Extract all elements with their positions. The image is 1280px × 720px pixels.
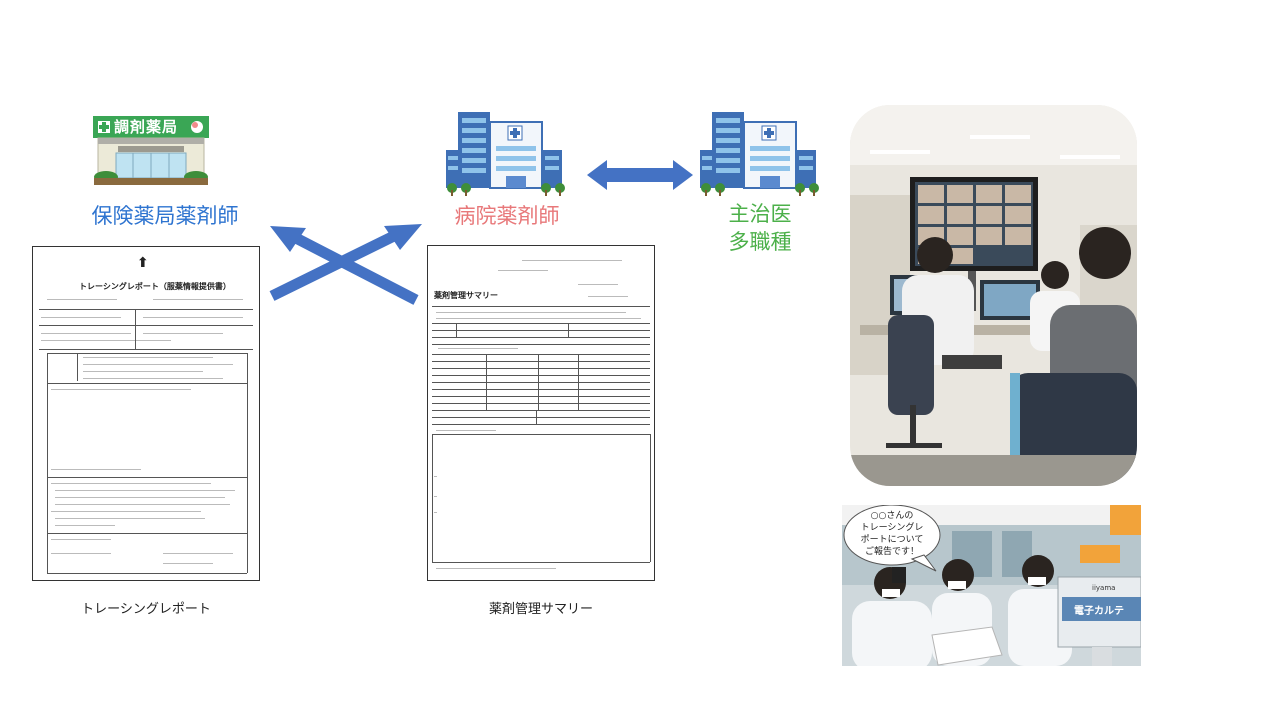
doctor-label-line2: 多職種: [728, 230, 792, 254]
hospital-pharmacist-label: 病院薬剤師: [454, 204, 560, 228]
tracing-report-document: ⬆ トレーシングレポート（服薬情報提供書）: [32, 246, 260, 581]
speech-bubble-line: トレーシングレ: [860, 523, 924, 533]
medication-summary-document: 薬剤管理サマリー: [427, 245, 655, 581]
hospital-building-icon: [446, 112, 565, 196]
doctor-label-line1: 主治医: [728, 202, 792, 226]
speech-bubble-line: ご報告です！: [864, 547, 919, 557]
ehr-monitor-label: 電子カルテ: [1074, 606, 1124, 617]
double-arrow-icon: [587, 160, 693, 190]
medication-summary-title: 薬剤管理サマリー: [434, 291, 498, 300]
video-conference-scene: [850, 105, 1137, 486]
pharmacy-pharmacist-label: 保険薬局薬剤師: [91, 204, 239, 228]
speech-bubble-line: ○○さんの: [870, 511, 914, 521]
monitor-brand-label: iiyama: [1092, 584, 1116, 592]
video-conference-photo: [850, 105, 1137, 486]
medication-summary-caption: 薬剤管理サマリー: [488, 602, 593, 617]
pharmacy-building-icon: [93, 116, 209, 185]
tracing-report-title: トレーシングレポート（服薬情報提供書）: [79, 282, 231, 291]
speech-bubble-line: ポートについて: [860, 535, 924, 545]
tracing-report-caption: トレーシングレポート: [81, 602, 211, 617]
up-arrow-icon: ⬆: [137, 255, 149, 271]
pharmacy-staff-scene: [842, 505, 1141, 666]
cross-arrows-icon: [269, 224, 422, 305]
pharmacy-sign-label: 調剤薬局: [114, 118, 179, 136]
doctor-label: 主治医 多職種: [690, 200, 830, 256]
hospital-building-icon: [700, 112, 819, 196]
pharmacy-staff-photo: ○○さんの トレーシングレ ポートについて ご報告です！ iiyama 電子カル…: [842, 505, 1141, 666]
speech-bubble-text: ○○さんの トレーシングレ ポートについて ご報告です！: [848, 510, 936, 558]
